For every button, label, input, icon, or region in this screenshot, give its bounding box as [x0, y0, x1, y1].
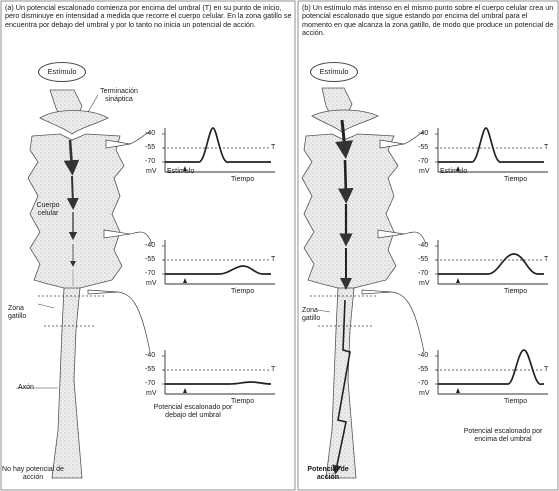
time-axis-label: Tiempo — [231, 176, 254, 184]
axon-label: Axón — [18, 384, 34, 392]
time-axis-label: Tiempo — [231, 288, 254, 296]
tick-label-minus40: -40 — [145, 352, 155, 360]
unit-label-mv: mV — [419, 390, 430, 398]
cell-body-label: Cuerpo celular — [30, 202, 66, 218]
trigger-zone-label-b: Zona gatillo — [302, 307, 336, 323]
tick-label-minus55: -55 — [418, 366, 428, 374]
tick-label-minus55: -55 — [145, 144, 155, 152]
tick-label-minus55: -55 — [418, 256, 428, 264]
threshold-label-t: T — [544, 144, 548, 152]
neuron-a — [16, 90, 152, 478]
tick-label-minus40: -40 — [418, 352, 428, 360]
tick-label-minus40: -40 — [145, 130, 155, 138]
stimulus-label-a: Estímulo — [38, 62, 86, 82]
tick-label-minus55: -55 — [145, 256, 155, 264]
tick-label-minus40: -40 — [418, 130, 428, 138]
membrane-trace — [438, 128, 544, 162]
neuron-b — [302, 88, 426, 478]
stimulus-marker — [456, 388, 460, 393]
tick-label-minus40: -40 — [145, 242, 155, 250]
time-axis-label: Tiempo — [231, 398, 254, 406]
unit-label-mv: mV — [419, 168, 430, 176]
no-action-potential-label: No hay potencial de acción — [2, 466, 64, 482]
membrane-trace — [165, 382, 271, 384]
threshold-label-t: T — [271, 144, 275, 152]
stimulus-marker — [183, 388, 187, 393]
time-axis-label: Tiempo — [504, 398, 527, 406]
stimulus-label-b: Estímulo — [310, 62, 358, 82]
stimulus-marker — [456, 278, 460, 283]
threshold-label-t: T — [544, 366, 548, 374]
tick-label-minus70: -70 — [418, 270, 428, 278]
graph-stimulus-label: Estímulo — [167, 168, 194, 176]
stimulus-marker — [183, 278, 187, 283]
action-potential-label: Potencial de acción — [304, 466, 352, 482]
panel-b-caption: (b) Un estímulo más intenso en el mismo … — [302, 4, 556, 37]
membrane-trace — [438, 254, 544, 274]
membrane-trace — [165, 128, 271, 162]
tick-label-minus55: -55 — [418, 144, 428, 152]
unit-label-mv: mV — [146, 280, 157, 288]
tick-label-minus70: -70 — [145, 270, 155, 278]
unit-label-mv: mV — [419, 280, 430, 288]
tick-label-minus70: -70 — [418, 158, 428, 166]
membrane-trace — [438, 350, 544, 384]
graph-stimulus-label: Estímulo — [440, 168, 467, 176]
time-axis-label: Tiempo — [504, 288, 527, 296]
footer-b: Potencial escalonado por encima del umbr… — [458, 428, 548, 444]
tick-label-minus70: -70 — [418, 380, 428, 388]
trigger-zone-label-a: Zona gatillo — [8, 305, 42, 321]
tick-label-minus40: -40 — [418, 242, 428, 250]
threshold-label-t: T — [271, 366, 275, 374]
tick-label-minus70: -70 — [145, 158, 155, 166]
synaptic-terminal-label: Terminación sináptica — [90, 88, 148, 104]
tick-label-minus55: -55 — [145, 366, 155, 374]
unit-label-mv: mV — [146, 390, 157, 398]
threshold-label-t: T — [544, 256, 548, 264]
tick-label-minus70: -70 — [145, 380, 155, 388]
unit-label-mv: mV — [146, 168, 157, 176]
footer-a: Potencial escalonado por debajo del umbr… — [148, 404, 238, 420]
time-axis-label: Tiempo — [504, 176, 527, 184]
panel-a-caption: (a) Un potencial escalonado comienza por… — [5, 4, 293, 29]
membrane-trace — [165, 266, 271, 274]
threshold-label-t: T — [271, 256, 275, 264]
